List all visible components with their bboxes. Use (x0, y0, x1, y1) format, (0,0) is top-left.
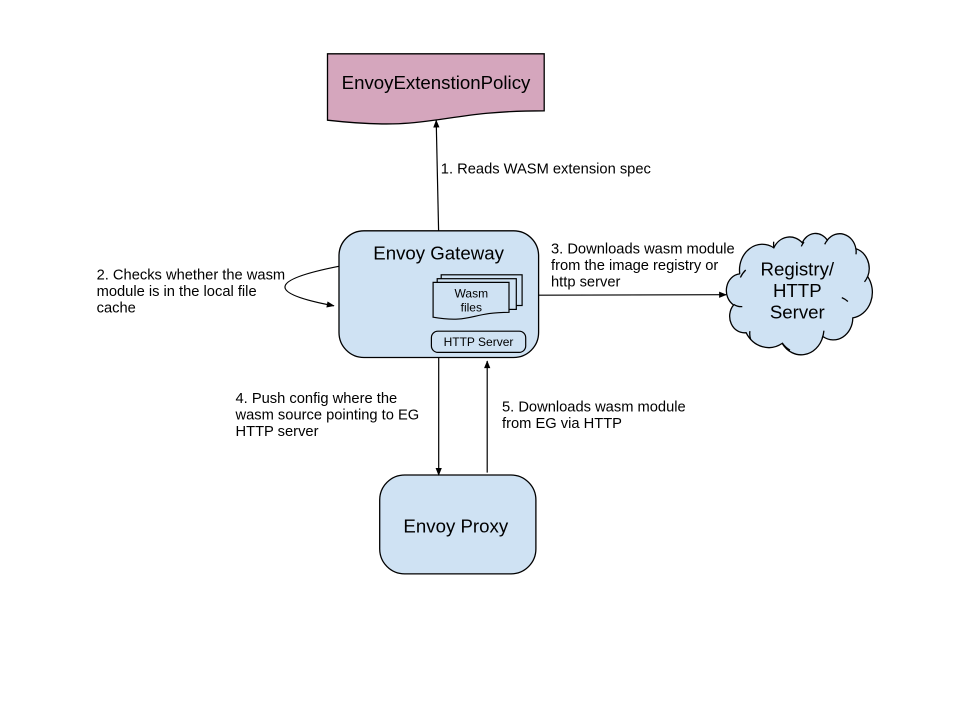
svg-text:4. Push config where the: 4. Push config where the (236, 391, 398, 407)
svg-text:HTTP: HTTP (773, 280, 822, 301)
svg-text:wasm source pointing to EG: wasm source pointing to EG (235, 407, 420, 423)
svg-text:Envoy Gateway: Envoy Gateway (373, 242, 504, 263)
svg-text:Registry/: Registry/ (760, 259, 834, 280)
svg-text:3. Downloads wasm module: 3. Downloads wasm module (551, 242, 735, 258)
svg-text:files: files (461, 301, 482, 315)
svg-text:cache: cache (97, 300, 136, 316)
svg-text:http server: http server (551, 275, 620, 291)
svg-text:1. Reads WASM extension spec: 1. Reads WASM extension spec (441, 162, 651, 178)
svg-text:Envoy Proxy: Envoy Proxy (403, 516, 508, 537)
svg-text:from the image registry or: from the image registry or (551, 258, 718, 274)
svg-text:5. Downloads wasm module: 5. Downloads wasm module (502, 399, 686, 415)
svg-text:from EG via HTTP: from EG via HTTP (502, 416, 622, 432)
svg-text:Server: Server (770, 301, 825, 322)
svg-text:Wasm: Wasm (455, 287, 489, 301)
svg-text:module is in the local file: module is in the local file (97, 284, 257, 300)
svg-text:HTTP server: HTTP server (236, 424, 319, 440)
svg-text:2. Checks whether the wasm: 2. Checks whether the wasm (97, 267, 286, 283)
svg-text:HTTP Server: HTTP Server (444, 335, 514, 349)
svg-text:EnvoyExtenstionPolicy: EnvoyExtenstionPolicy (342, 72, 531, 93)
